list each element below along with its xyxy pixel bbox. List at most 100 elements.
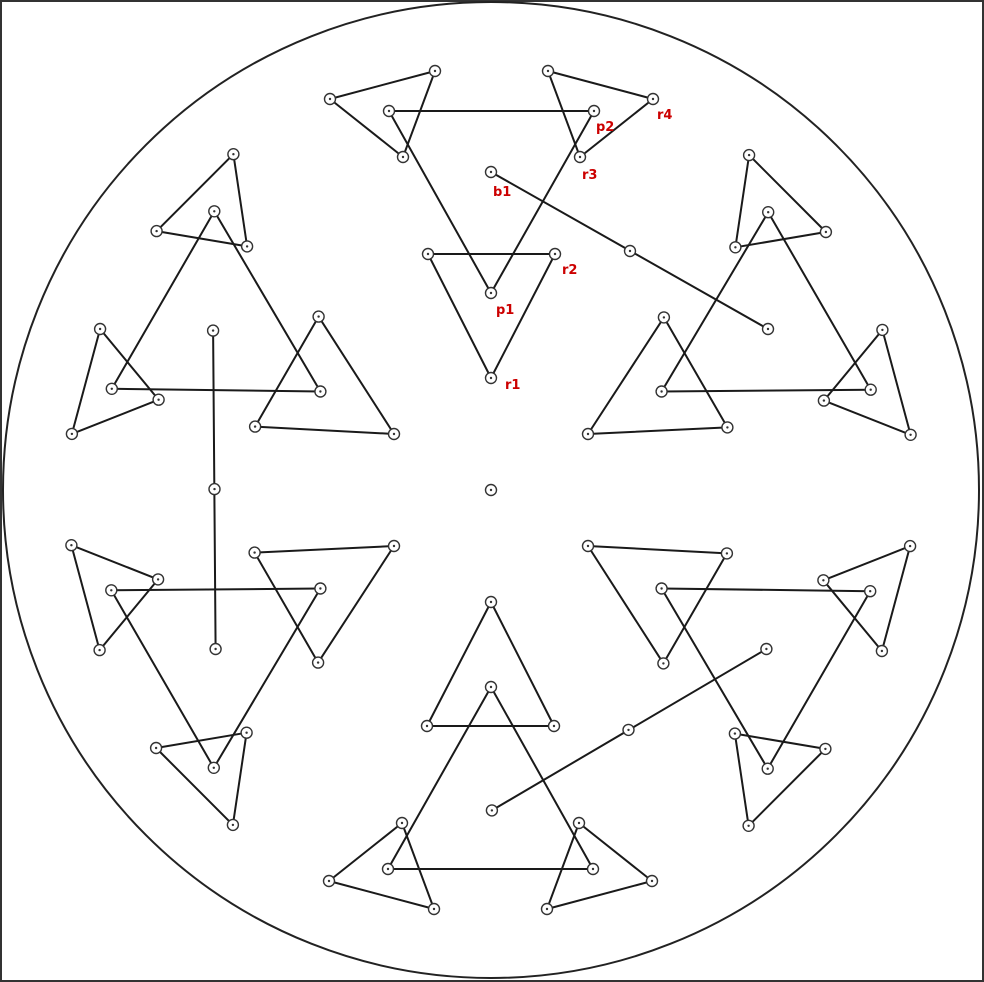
link-edge-s0-t2-2 bbox=[402, 70, 436, 158]
link-edge-s1-t1-2 bbox=[660, 388, 872, 393]
link-edge-s1-t0-0 bbox=[587, 316, 665, 435]
joint-node-s3-t3-0 bbox=[395, 816, 409, 830]
centre-pivot-node bbox=[484, 483, 498, 497]
joint-node-s0-t0-2 bbox=[548, 247, 562, 261]
joint-node-s0-t2-1 bbox=[323, 92, 337, 106]
link-edge-s3-t0-2 bbox=[426, 601, 492, 727]
joint-node-s0-t1-1 bbox=[382, 104, 396, 118]
joint-node-s1-t2-0 bbox=[729, 241, 742, 254]
joint-node-s2-t0-1 bbox=[720, 547, 734, 560]
nodes-layer bbox=[65, 64, 917, 916]
joint-node-s5-t0-1 bbox=[248, 420, 262, 433]
link-edge-s5-t2-1 bbox=[70, 328, 102, 435]
joint-node-s4-t0-2 bbox=[248, 546, 261, 559]
joint-node-s3-t1-0 bbox=[484, 680, 498, 694]
link-edge-s4-t0-1 bbox=[253, 551, 320, 664]
joint-node-s0-t2-2 bbox=[428, 64, 442, 78]
joint-node-s5-t2-0 bbox=[152, 393, 165, 406]
label-r3: r3 bbox=[582, 168, 597, 183]
joint-node-s4-t2-0 bbox=[240, 726, 253, 739]
link-edge-s4-t1-0 bbox=[212, 587, 322, 769]
link-edge-s5-t0-2 bbox=[317, 315, 395, 435]
joint-node-s2-t1-0 bbox=[655, 582, 668, 595]
link-edge-s5-t2-0 bbox=[70, 398, 160, 435]
link-edge-s4-t3-2 bbox=[70, 544, 160, 581]
joint-node-s1-t1-2 bbox=[864, 383, 877, 396]
link-edge-s1-t3-2 bbox=[822, 399, 912, 436]
link-edge-s5-t1-1 bbox=[110, 210, 216, 390]
link-edge-s0-t3-0 bbox=[547, 70, 581, 158]
joint-node-s2-t2-2 bbox=[875, 644, 889, 658]
joint-node-s4-t1-0 bbox=[314, 582, 327, 595]
joint-node-s4-t3-0 bbox=[151, 573, 165, 586]
link-edge-s2-t2-2 bbox=[822, 579, 883, 652]
link-edge-s3-t1-0 bbox=[490, 686, 594, 870]
link-edge-s3-t1-2 bbox=[387, 686, 492, 870]
joint-node-s3-t2-0 bbox=[572, 816, 586, 830]
link-edge-s5-t2-2 bbox=[99, 328, 160, 401]
link-edge-s0-t0-0 bbox=[427, 253, 492, 379]
link-edge-s1-t0-2 bbox=[587, 426, 729, 435]
joint-node-s5-t2-2 bbox=[93, 322, 107, 336]
link-edge-s2-t2-0 bbox=[822, 545, 912, 582]
label-r4: r4 bbox=[657, 108, 672, 123]
link-edge-s3-t2-1 bbox=[546, 880, 653, 910]
joint-node-s0-t1-2 bbox=[587, 104, 601, 118]
edges-layer bbox=[70, 70, 912, 910]
joint-node-s2-t2-0 bbox=[817, 574, 830, 587]
joint-node-s1-t0-0 bbox=[581, 427, 595, 441]
link-edge-s4-t2-0 bbox=[231, 731, 248, 826]
joint-node-s5-t1-1 bbox=[105, 382, 119, 395]
crank-pivot-1-mid bbox=[622, 723, 635, 737]
link-edge-s3-t3-0 bbox=[401, 822, 435, 910]
crank-pivot-0-b bbox=[761, 322, 775, 336]
link-edge-s3-t2-0 bbox=[578, 822, 653, 882]
link-edge-s1-t3-1 bbox=[881, 328, 912, 436]
joint-node-s2-t0-0 bbox=[581, 539, 595, 553]
joint-node-s0-t3-2 bbox=[646, 92, 660, 106]
link-edge-s3-t3-1 bbox=[328, 880, 435, 910]
joint-node-s0-t3-1 bbox=[541, 64, 555, 78]
link-edge-s2-t0-2 bbox=[587, 545, 665, 665]
link-edge-s4-t0-2 bbox=[253, 545, 395, 554]
link-edge-s0-t1-0 bbox=[388, 110, 492, 294]
joint-node-s5-t1-2 bbox=[208, 205, 221, 218]
joint-node-s0-t2-0 bbox=[396, 150, 410, 164]
link-edge-s1-t3-0 bbox=[822, 328, 884, 402]
crank-pivot-2-mid bbox=[208, 482, 221, 496]
joint-node-s4-t1-2 bbox=[105, 584, 118, 597]
joint-node-s1-t1-1 bbox=[762, 205, 775, 219]
joint-node-s2-t1-1 bbox=[864, 585, 877, 598]
link-edge-s2-t0-0 bbox=[587, 545, 728, 555]
link-edge-s5-t3-1 bbox=[155, 153, 235, 233]
joint-node-s5-t2-1 bbox=[65, 427, 79, 441]
link-edge-s3-t3-2 bbox=[328, 822, 403, 882]
link-edge-s0-t0-2 bbox=[490, 253, 556, 379]
link-edge-s4-t0-0 bbox=[317, 545, 395, 664]
joint-node-s1-t3-0 bbox=[817, 394, 831, 407]
link-edge-s1-t2-1 bbox=[748, 154, 827, 233]
crank-pivot-0-mid bbox=[623, 244, 637, 258]
joint-node-s4-t1-1 bbox=[207, 761, 221, 774]
joint-node-s1-t3-1 bbox=[876, 323, 889, 337]
joint-node-s5-t0-2 bbox=[312, 310, 325, 323]
label-p2: p2 bbox=[596, 120, 614, 135]
joint-node-s5-t3-2 bbox=[227, 147, 240, 161]
label-r2: r2 bbox=[562, 263, 577, 278]
joint-node-s4-t2-1 bbox=[226, 818, 240, 832]
link-edge-s2-t3-2 bbox=[733, 732, 750, 827]
link-edge-s4-t1-1 bbox=[110, 589, 215, 769]
joint-node-s5-t3-1 bbox=[150, 224, 163, 238]
joint-node-s5-t0-0 bbox=[387, 427, 401, 441]
labels-layer: b1 p1 p2 r1 r2 r3 r4 bbox=[493, 108, 672, 393]
link-edge-s4-t2-1 bbox=[155, 747, 234, 826]
joint-node-s4-t0-1 bbox=[311, 656, 325, 669]
joint-node-s2-t0-2 bbox=[657, 657, 670, 670]
crank-pivot-0-a bbox=[484, 165, 498, 179]
joint-node-s3-t0-2 bbox=[420, 719, 434, 733]
link-edge-s4-t3-0 bbox=[98, 578, 160, 652]
joint-node-s2-t3-1 bbox=[819, 742, 832, 756]
crank-pivot-1-a bbox=[760, 642, 773, 656]
joint-node-s4-t3-1 bbox=[93, 643, 106, 657]
